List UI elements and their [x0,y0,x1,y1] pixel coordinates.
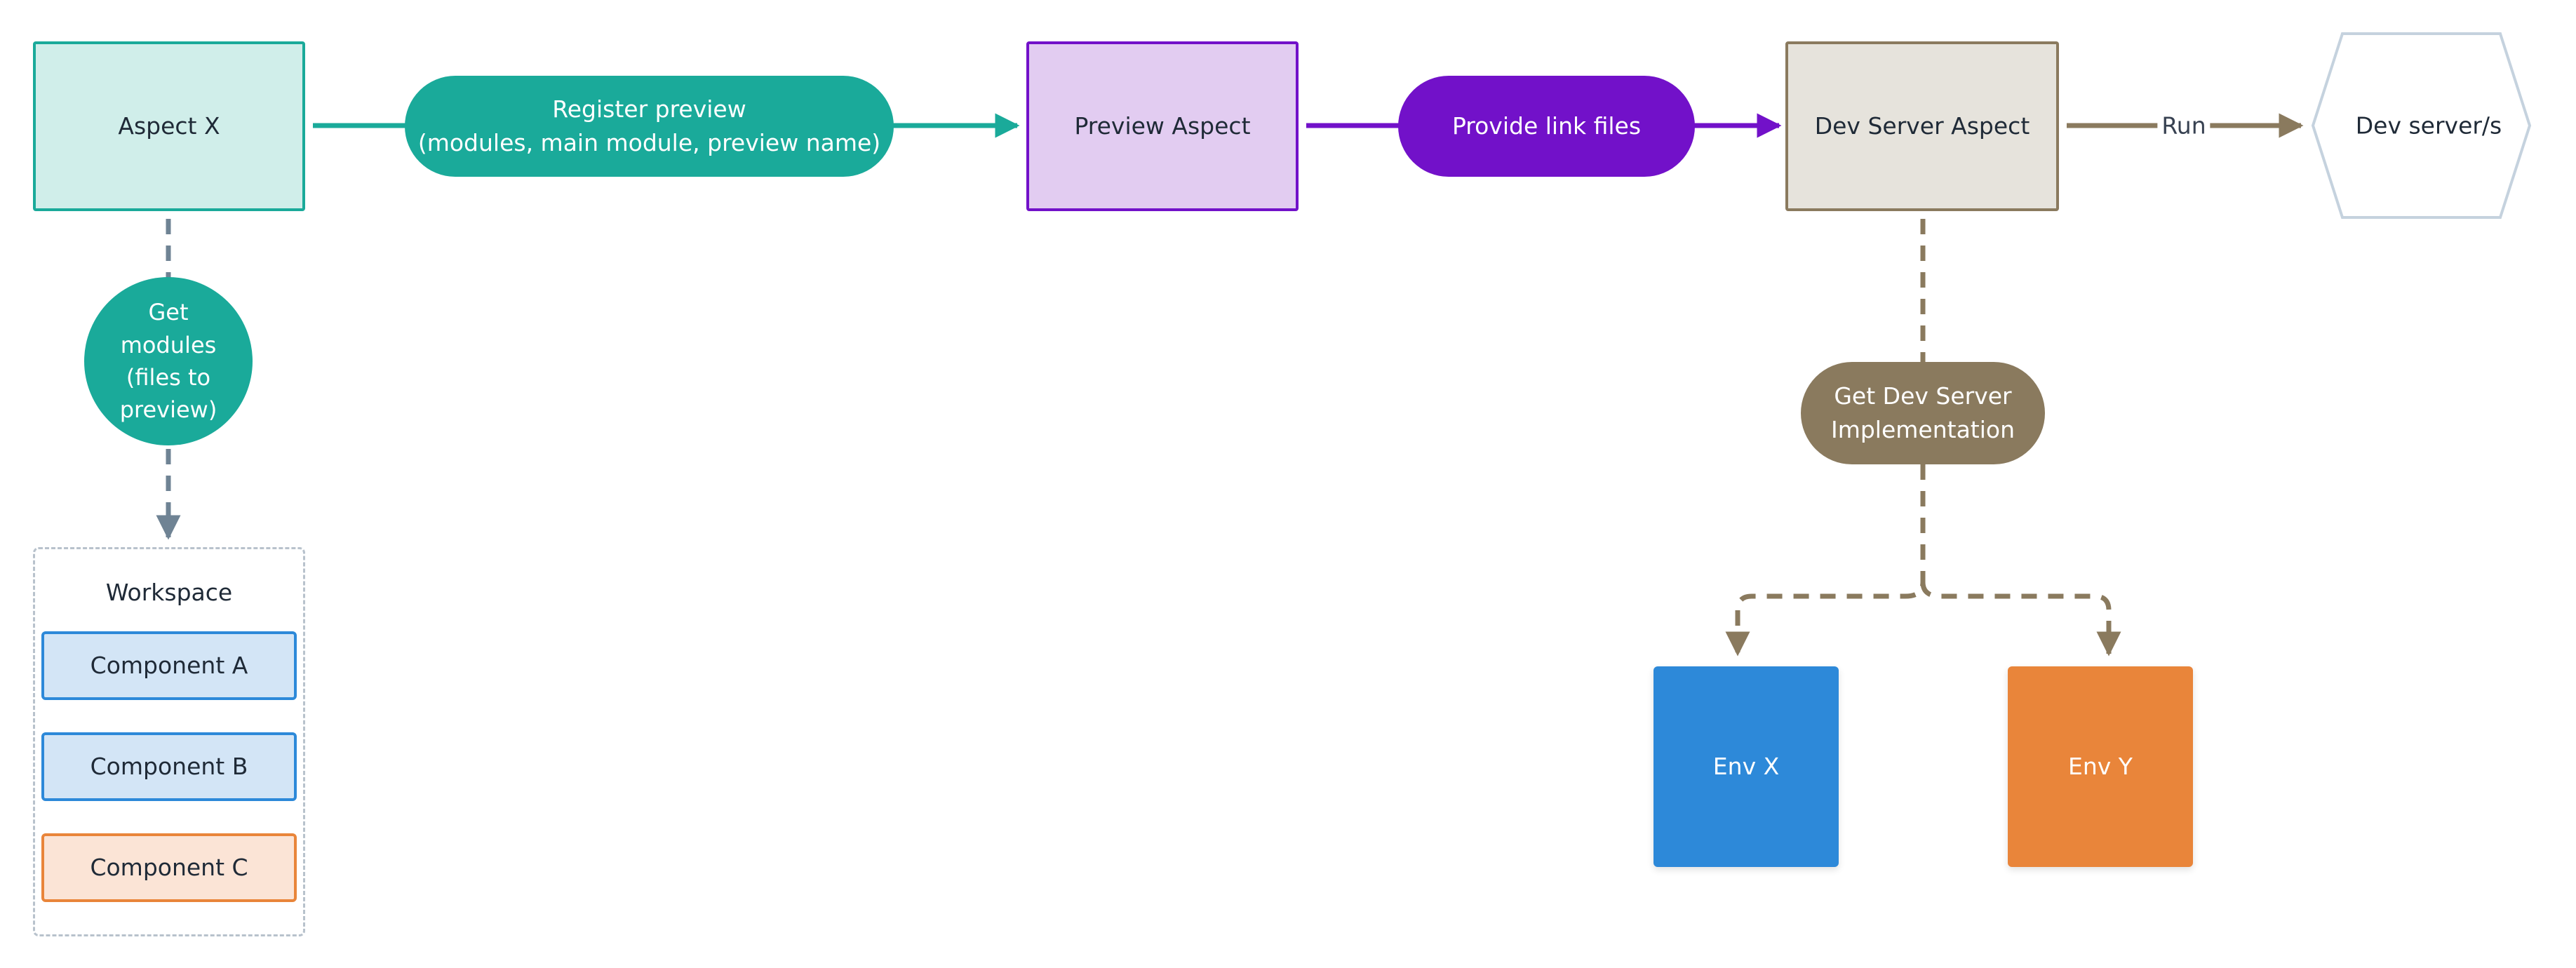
edge-branch-env-y [1920,582,2121,657]
dev-servers-hexagon [2311,32,2532,219]
get-dev-server-impl-pill[interactable]: Get Dev Server Implementation [1801,362,2045,464]
component-a[interactable]: Component A [41,631,297,700]
env-y-node[interactable]: Env Y [2008,666,2193,867]
register-preview-label: Register preview (modules, main module, … [417,95,881,156]
component-a-label: Component A [90,652,248,680]
get-modules-circle[interactable]: Get modules (files to preview) [84,277,253,445]
get-dev-server-impl-label: Get Dev Server Implementation [1830,382,2015,443]
run-edge-label: Run [2157,112,2211,140]
env-y-label: Env Y [2068,753,2133,781]
workspace-title: Workspace [105,579,233,606]
component-c-label: Component C [90,854,248,882]
workspace-container: Workspace [33,547,305,936]
component-b[interactable]: Component B [41,732,297,801]
dev-server-aspect-label: Dev Server Aspect [1814,112,2030,140]
get-modules-label: Get modules (files to preview) [119,299,217,424]
env-x-node[interactable]: Env X [1653,666,1839,867]
provide-link-files-label: Provide link files [1451,112,1642,140]
preview-aspect-node[interactable]: Preview Aspect [1026,41,1299,211]
preview-aspect-label: Preview Aspect [1074,112,1251,140]
provide-link-files-pill[interactable]: Provide link files [1398,76,1695,177]
component-b-label: Component B [90,753,248,781]
dev-server-aspect-node[interactable]: Dev Server Aspect [1785,41,2059,211]
component-c[interactable]: Component C [41,833,297,902]
aspect-x-node[interactable]: Aspect X [33,41,305,211]
dev-servers-label: Dev server/s [2355,112,2502,140]
env-x-label: Env X [1712,753,1780,781]
edge-branch-env-x [1725,464,1926,657]
aspect-x-label: Aspect X [118,112,220,140]
register-preview-pill[interactable]: Register preview (modules, main module, … [405,76,894,177]
